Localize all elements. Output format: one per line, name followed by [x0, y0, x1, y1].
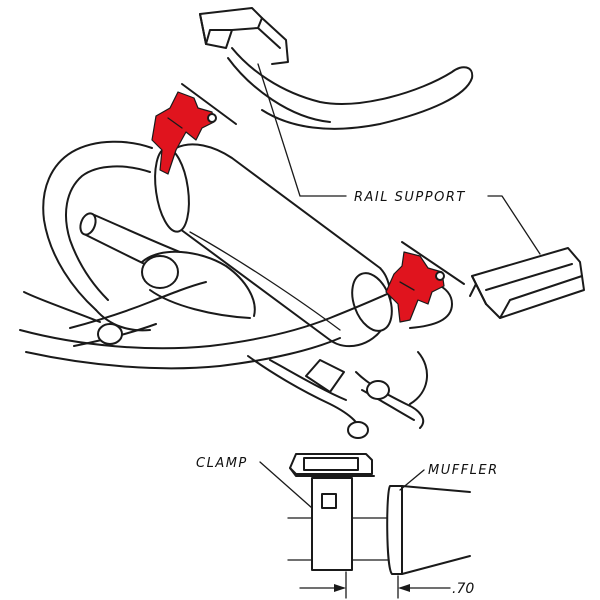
muffler-detail — [386, 469, 471, 575]
crossmember-tube — [227, 47, 474, 130]
right-rail-support — [469, 247, 585, 319]
upper-crossmember — [199, 7, 289, 65]
rail-support-leaders — [257, 63, 541, 255]
rail-support-label: RAIL SUPPORT — [354, 190, 466, 205]
inlet-pipe — [69, 250, 256, 347]
clamp-detail — [259, 453, 393, 571]
rail-support-hanger-left — [151, 83, 237, 175]
left-frame-rail — [23, 140, 153, 332]
dimension-value: .70 — [452, 581, 474, 597]
tailpipe-lower — [305, 351, 429, 429]
muffler-label: MUFFLER — [428, 463, 499, 478]
dimension-arrows — [299, 571, 451, 599]
muffler-body — [154, 143, 393, 348]
clamp-label: CLAMP — [196, 456, 248, 471]
rail-support-hanger-right — [385, 241, 465, 323]
lower-exhaust-pipe — [19, 281, 453, 439]
